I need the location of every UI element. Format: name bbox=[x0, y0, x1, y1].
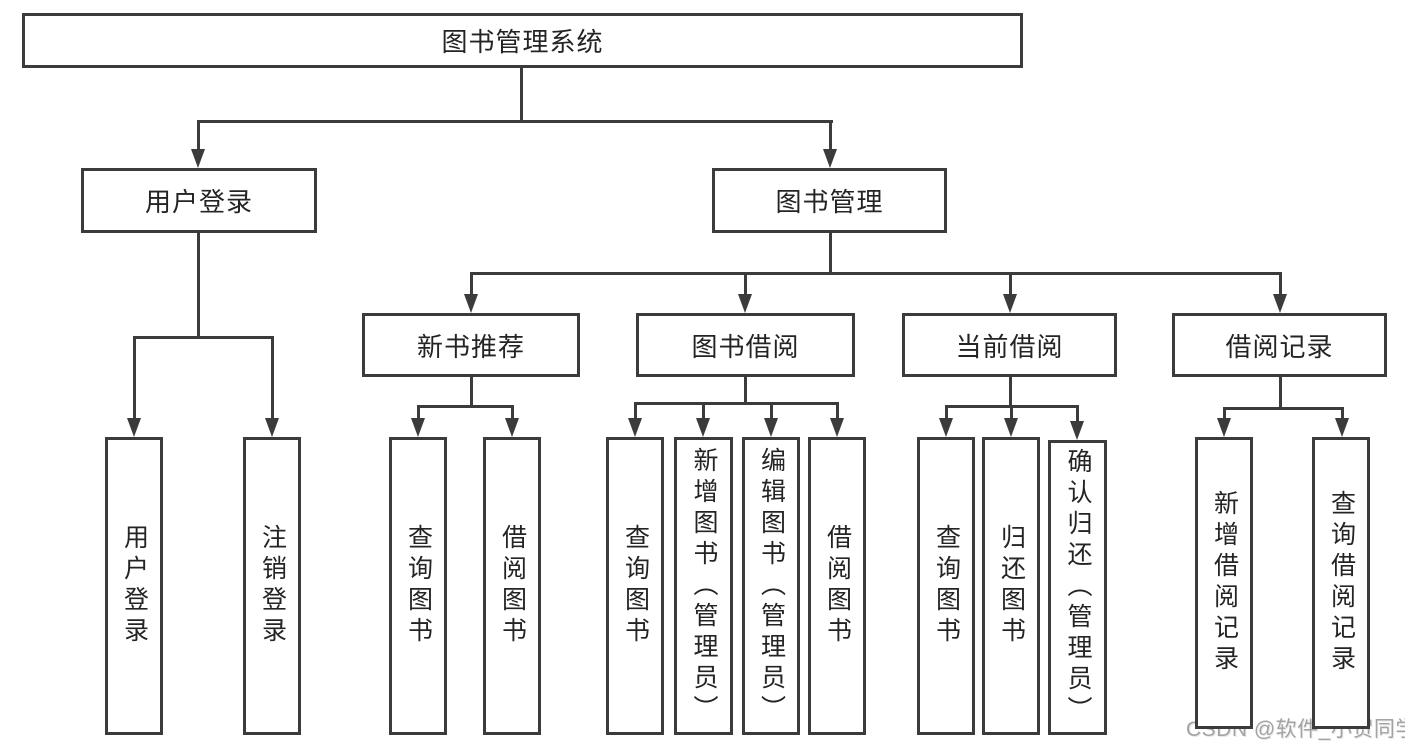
node-leaf-add-books-admin: 新增图书（管理员） bbox=[674, 437, 733, 735]
arrow-stem bbox=[416, 405, 420, 422]
arrowhead-down-icon bbox=[939, 418, 953, 437]
arrowhead-down-icon bbox=[1335, 418, 1349, 437]
node-leaf-query-borrow-record: 查询借阅记录 bbox=[1312, 437, 1370, 729]
connector-vertical-line bbox=[1278, 377, 1282, 410]
arrow-stem bbox=[828, 120, 832, 153]
arrow-stem bbox=[1340, 407, 1344, 422]
arrowhead-down-icon bbox=[764, 418, 778, 437]
node-leaf-edit-books-admin: 编辑图书（管理员） bbox=[742, 437, 800, 735]
connector-horizontal-line bbox=[416, 404, 514, 408]
arrowhead-down-icon bbox=[127, 418, 141, 437]
arrow-stem bbox=[835, 402, 839, 422]
connector-vertical-line bbox=[828, 233, 832, 275]
arrowhead-down-icon bbox=[411, 418, 425, 437]
node-leaf-return-books: 归还图书 bbox=[982, 437, 1040, 735]
node-leaf-user-login: 用户登录 bbox=[105, 437, 163, 735]
arrowhead-down-icon bbox=[1003, 294, 1017, 313]
arrow-stem bbox=[132, 336, 136, 422]
arrow-stem bbox=[1009, 405, 1013, 422]
connector-vertical-line bbox=[519, 68, 523, 123]
connector-horizontal-line bbox=[196, 119, 833, 123]
node-root: 图书管理系统 bbox=[22, 13, 1023, 68]
connector-vertical-line bbox=[1008, 377, 1012, 408]
node-current-borrowing: 当前借阅 bbox=[902, 313, 1117, 377]
connector-horizontal-line bbox=[633, 401, 839, 405]
arrow-stem bbox=[1278, 272, 1282, 298]
arrowhead-down-icon bbox=[191, 149, 205, 168]
node-leaf-logout: 注销登录 bbox=[243, 437, 301, 735]
connector-vertical-line bbox=[469, 377, 473, 408]
connector-vertical-line bbox=[743, 377, 747, 405]
arrow-stem bbox=[270, 336, 274, 422]
connector-horizontal-line bbox=[1222, 406, 1344, 410]
arrow-stem bbox=[1075, 405, 1079, 425]
arrowhead-down-icon bbox=[628, 418, 642, 437]
arrow-stem bbox=[769, 402, 773, 422]
arrow-stem bbox=[743, 272, 747, 298]
node-leaf-borrow-books-recommend: 借阅图书 bbox=[483, 437, 541, 735]
arrowhead-down-icon bbox=[823, 149, 837, 168]
arrowhead-down-icon bbox=[265, 418, 279, 437]
connector-vertical-line bbox=[196, 233, 200, 339]
arrowhead-down-icon bbox=[505, 418, 519, 437]
node-leaf-query-books-borrowing: 查询图书 bbox=[606, 437, 664, 735]
arrow-stem bbox=[196, 120, 200, 153]
arrow-stem bbox=[510, 405, 514, 422]
arrow-stem bbox=[944, 405, 948, 422]
arrowhead-down-icon bbox=[464, 294, 478, 313]
arrowhead-down-icon bbox=[1070, 421, 1084, 440]
node-leaf-borrow-books-borrowing: 借阅图书 bbox=[808, 437, 866, 735]
node-borrowing-records: 借阅记录 bbox=[1172, 313, 1387, 377]
arrowhead-down-icon bbox=[830, 418, 844, 437]
arrow-stem bbox=[701, 402, 705, 422]
arrowhead-down-icon bbox=[1273, 294, 1287, 313]
arrowhead-down-icon bbox=[696, 418, 710, 437]
arrow-stem bbox=[469, 272, 473, 298]
arrow-stem bbox=[1008, 272, 1012, 298]
node-book-borrowing: 图书借阅 bbox=[636, 313, 855, 377]
arrowhead-down-icon bbox=[738, 294, 752, 313]
arrow-stem bbox=[633, 402, 637, 422]
node-leaf-query-books-recommend: 查询图书 bbox=[389, 437, 447, 735]
node-new-book-recommend: 新书推荐 bbox=[362, 313, 580, 377]
arrowhead-down-icon bbox=[1004, 418, 1018, 437]
node-leaf-confirm-return-admin: 确认归还（管理员） bbox=[1048, 440, 1107, 735]
arrowhead-down-icon bbox=[1217, 418, 1231, 437]
node-leaf-add-borrow-record: 新增借阅记录 bbox=[1195, 437, 1253, 729]
connector-horizontal-line bbox=[469, 271, 1282, 275]
connector-horizontal-line bbox=[132, 335, 274, 339]
node-book-management: 图书管理 bbox=[712, 168, 947, 233]
node-user-login: 用户登录 bbox=[81, 168, 317, 233]
node-leaf-query-books-current: 查询图书 bbox=[917, 437, 975, 735]
arrow-stem bbox=[1222, 407, 1226, 422]
